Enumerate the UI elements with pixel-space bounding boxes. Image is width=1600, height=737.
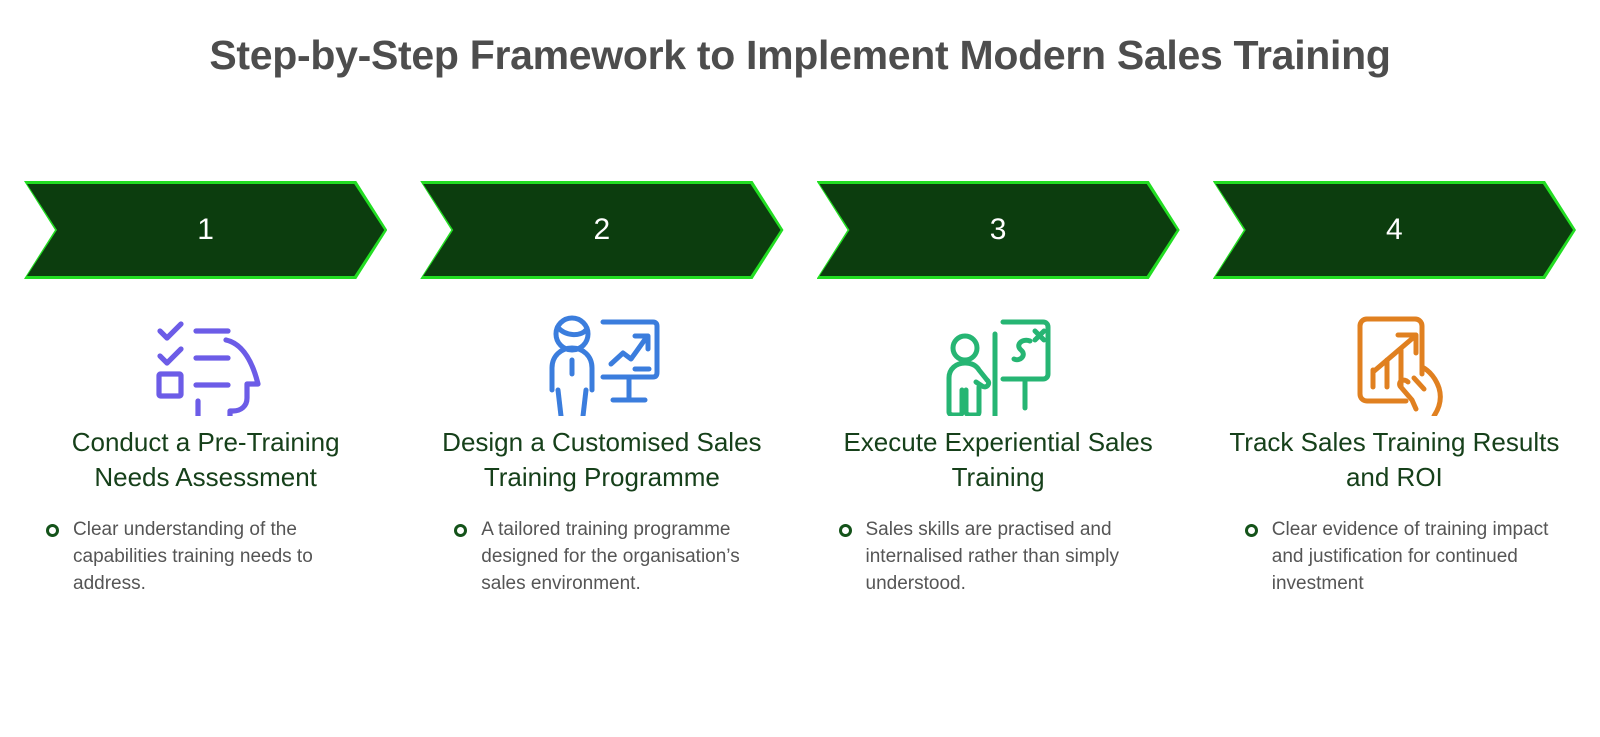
step-number-4: 4 (1386, 213, 1403, 246)
step-chevron-3[interactable]: 3 (817, 181, 1180, 279)
step-chevron-1[interactable]: 1 (24, 181, 387, 279)
checklist-head-icon (24, 303, 387, 425)
presenter-growth-chart-icon (420, 303, 783, 425)
step-heading-1: Conduct a Pre-Training Needs Assessment (71, 427, 340, 492)
whiteboard-strategy-icon (817, 303, 1180, 425)
step-bullet-text-2: A tailored training programme designed f… (481, 519, 740, 594)
step-bullet-text-3: Sales skills are practised and internali… (865, 519, 1119, 594)
step-chevron-2[interactable]: 2 (420, 181, 783, 279)
step-content-columns: Conduct a Pre-Training Needs Assessment … (24, 303, 1576, 733)
step-column-1: Conduct a Pre-Training Needs Assessment … (24, 303, 387, 733)
bullet-ring-icon (1244, 524, 1258, 537)
bullet-ring-icon (46, 524, 59, 537)
step-heading-3: Execute Experiential Sales Training (843, 427, 1153, 492)
step-chevron-body-1 (27, 184, 384, 276)
step-chevron-row: 1 2 3 4 (24, 181, 1576, 279)
step-number-1: 1 (197, 213, 214, 246)
step-bullet-2: A tailored training programme designed f… (420, 516, 783, 597)
step-heading-4: Track Sales Training Results and ROI (1229, 427, 1560, 492)
bullet-ring-icon (454, 524, 468, 537)
step-heading-2: Design a Customised Sales Training Progr… (442, 427, 762, 492)
step-chevron-4[interactable]: 4 (1213, 181, 1576, 279)
page-title: Step-by-Step Framework to Implement Mode… (209, 32, 1391, 78)
step-bullet-text-1: Clear understanding of the capabilities … (73, 519, 313, 594)
step-chevron-body-3 (820, 184, 1177, 276)
step-bullet-3: Sales skills are practised and internali… (817, 516, 1180, 597)
step-chevron-body-4 (1216, 184, 1573, 276)
step-number-3: 3 (989, 213, 1007, 246)
step-column-3: Execute Experiential Sales Training Sale… (817, 303, 1180, 733)
step-number-2: 2 (593, 213, 611, 246)
step-column-2: Design a Customised Sales Training Progr… (420, 303, 783, 733)
step-column-4: Track Sales Training Results and ROI Cle… (1213, 303, 1576, 733)
hand-holding-report-icon (1213, 303, 1576, 425)
step-bullet-text-4: Clear evidence of training impact and ju… (1271, 519, 1549, 594)
bullet-ring-icon (838, 524, 852, 537)
step-bullet-1: Clear understanding of the capabilities … (24, 516, 387, 597)
step-bullet-4: Clear evidence of training impact and ju… (1213, 516, 1576, 597)
step-chevron-body-2 (423, 184, 780, 276)
